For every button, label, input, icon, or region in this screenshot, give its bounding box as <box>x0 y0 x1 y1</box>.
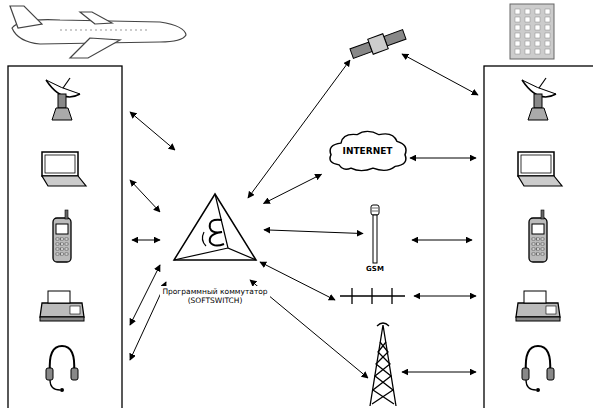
airplane <box>10 6 186 58</box>
node-label: INTERNET <box>325 128 410 174</box>
softswitch-node: Программный коммутатор (SOFTSWITCH) <box>160 192 270 307</box>
building <box>510 4 554 59</box>
node-caption: Программный коммутатор (SOFTSWITCH) <box>160 286 270 307</box>
aircraft-panel <box>8 66 122 408</box>
node-label: GSM <box>355 265 395 273</box>
left-icons <box>40 78 86 392</box>
link-arrow <box>264 230 363 234</box>
link-arrows <box>130 54 478 378</box>
gsm-antenna <box>367 203 383 265</box>
internet-cloud: INTERNET <box>325 128 410 174</box>
softswitch-pyramid <box>170 192 260 264</box>
radio-tower <box>370 323 396 406</box>
ground-panel <box>484 66 593 408</box>
link-arrow <box>264 174 322 203</box>
wired-line <box>340 288 405 304</box>
gsm-node: GSM <box>355 203 395 273</box>
satellite <box>349 27 407 61</box>
right-icons <box>516 78 562 392</box>
